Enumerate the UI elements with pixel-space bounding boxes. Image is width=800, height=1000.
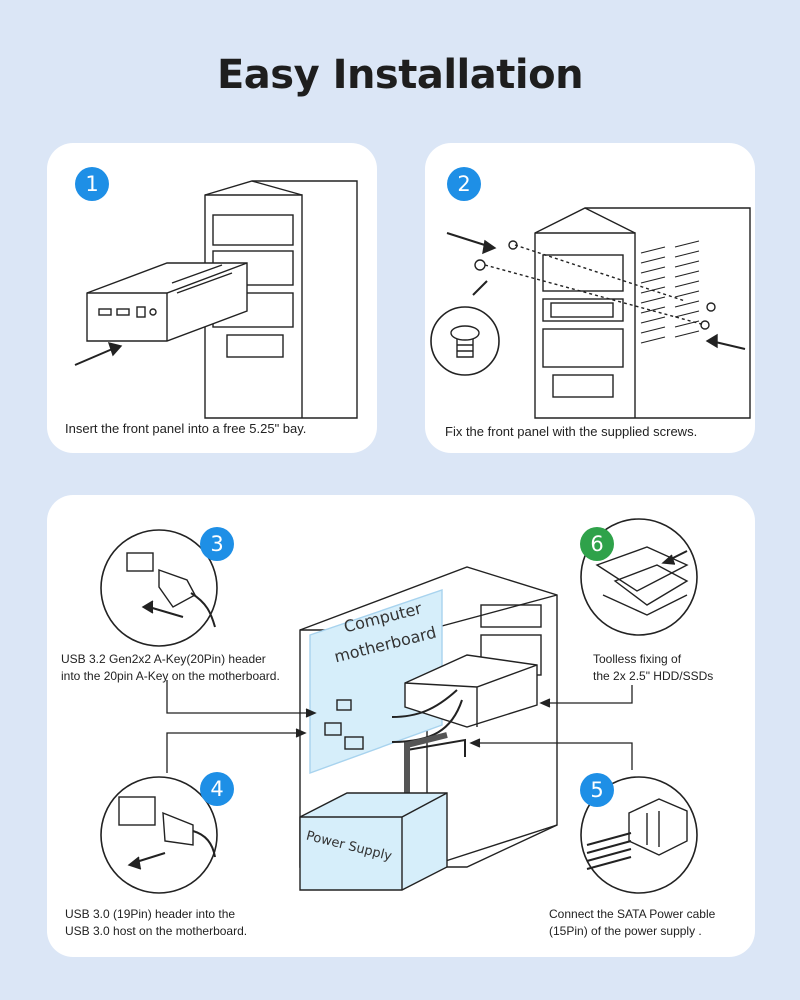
step-3-caption-line1: USB 3.2 Gen2x2 A-Key(20Pin) header [61,652,266,666]
step-6-badge: 6 [580,527,614,561]
step-5-caption-line1: Connect the SATA Power cable [549,907,716,921]
step-4-caption: USB 3.0 (19Pin) header into the USB 3.0 … [65,906,247,940]
step-1-card: 1 Insert the front panel into a fre [47,143,377,453]
step-2-caption: Fix the front panel with the supplied sc… [445,424,698,439]
step-6-caption-line1: Toolless fixing of [593,652,682,666]
step-3-caption: USB 3.2 Gen2x2 A-Key(20Pin) header into … [61,651,280,685]
step-4-caption-line2: USB 3.0 host on the motherboard. [65,924,248,938]
step-5-caption-line2: (15Pin) of the power supply . [549,924,702,938]
step-1-illustration [74,180,358,419]
step-6-caption: Toolless fixing of the 2x 2.5" HDD/SSDs [593,651,713,685]
step-4-caption-line1: USB 3.0 (19Pin) header into the [65,907,236,921]
page-title: Easy Installation [216,52,584,98]
step-2-illustration [430,207,751,419]
step-5-badge: 5 [580,773,614,807]
step-2-card: 2 [425,143,755,453]
step-5-caption: Connect the SATA Power cable (15Pin) of … [549,906,715,940]
steps-3-6-card: Computer motherboard Power Supply 3 4 5 … [47,495,755,957]
step-2-badge: 2 [447,167,481,201]
step-6-caption-line2: the 2x 2.5" HDD/SSDs [593,669,714,683]
step-3-caption-line2: into the 20pin A-Key on the motherboard. [61,669,280,683]
step-4-badge: 4 [200,772,234,806]
step-1-badge: 1 [75,167,109,201]
pc-internals-illustration [100,518,698,894]
step-3-badge: 3 [200,527,234,561]
step-1-caption: Insert the front panel into a free 5.25"… [65,421,307,436]
